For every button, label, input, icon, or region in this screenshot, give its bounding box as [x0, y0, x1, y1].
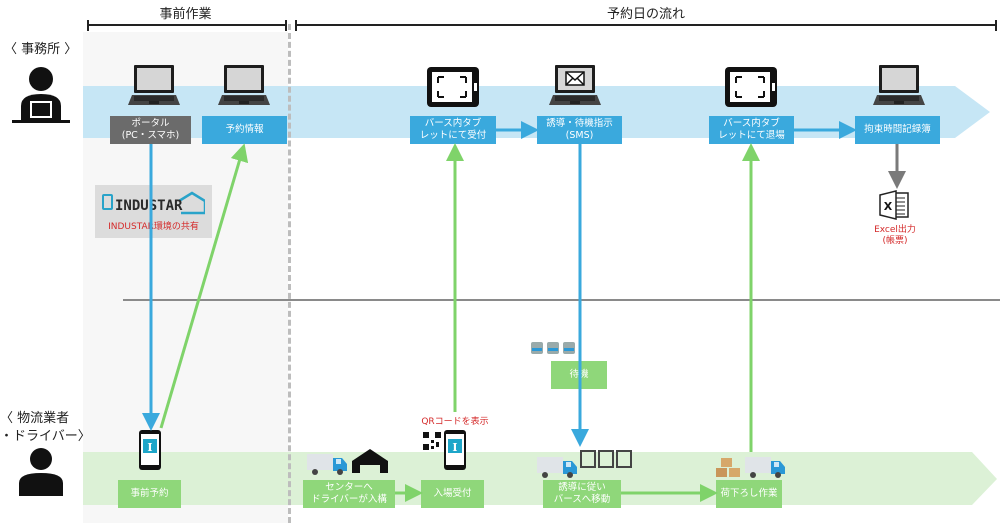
step-entry-checkin: 入場受付 — [421, 480, 484, 508]
step-pre-reservation: 事前予約 — [118, 480, 181, 508]
role-carrier-line1: 〈 物流業者 — [0, 411, 70, 426]
step-reservation-info: 予約情報 — [202, 116, 287, 144]
phase-divider-dashed — [288, 24, 291, 523]
step-arrive-center: センターへ ドライバーが入構 — [303, 480, 395, 508]
reservation-day-bracket — [295, 20, 997, 31]
step-detention-log: 拘束時間記録簿 — [855, 116, 940, 144]
arrow-app-to-reservation-info — [159, 143, 249, 429]
step-move-to-berth: 誘導に従い バースへ移動 — [543, 480, 621, 508]
excel-output-label: Excel出力 (帳票) — [874, 225, 916, 246]
section-title-reservation-day: 予約日の流れ — [606, 7, 685, 22]
lane-divider — [123, 299, 1000, 301]
role-office: 〈 事務所 〉 — [4, 42, 78, 57]
step-berth-tablet-exit: バース内タブ レットにて退場 — [709, 116, 794, 144]
waiting-trucks-icon — [531, 342, 575, 354]
step-portal: ポータル (PC・スマホ) — [110, 116, 191, 144]
industar-logo-icon: INDUSTAR — [102, 191, 205, 215]
qr-code-icon — [423, 432, 441, 450]
berth-docks-icon — [580, 450, 632, 468]
driver-person-icon — [19, 448, 63, 496]
role-carrier-line2: ・ドライバー〉 — [0, 429, 91, 444]
cargo-boxes-icon — [716, 458, 740, 477]
industar-share-caption: INDUSTAR環境の共有 — [108, 222, 199, 232]
svg-text:X: X — [884, 200, 893, 213]
industar-share-card: INDUSTAR INDUSTAR環境の共有 — [95, 185, 212, 238]
office-worker-icon — [12, 67, 70, 123]
step-unloading: 荷下ろし作業 — [716, 480, 782, 508]
step-berth-tablet-checkin: バース内タブ レットにて受付 — [410, 116, 496, 144]
excel-icon: X — [879, 190, 909, 220]
pre-work-bracket — [87, 20, 287, 31]
warehouse-icon — [352, 449, 388, 473]
svg-text:INDUSTAR: INDUSTAR — [115, 198, 183, 214]
qr-code-note: QRコードを表示 — [421, 417, 489, 427]
section-title-pre-work: 事前作業 — [159, 7, 212, 22]
laptop-mail-icon — [549, 65, 601, 105]
step-guidance-wait-sms: 誘導・待機指示 (SMS) — [537, 116, 622, 144]
